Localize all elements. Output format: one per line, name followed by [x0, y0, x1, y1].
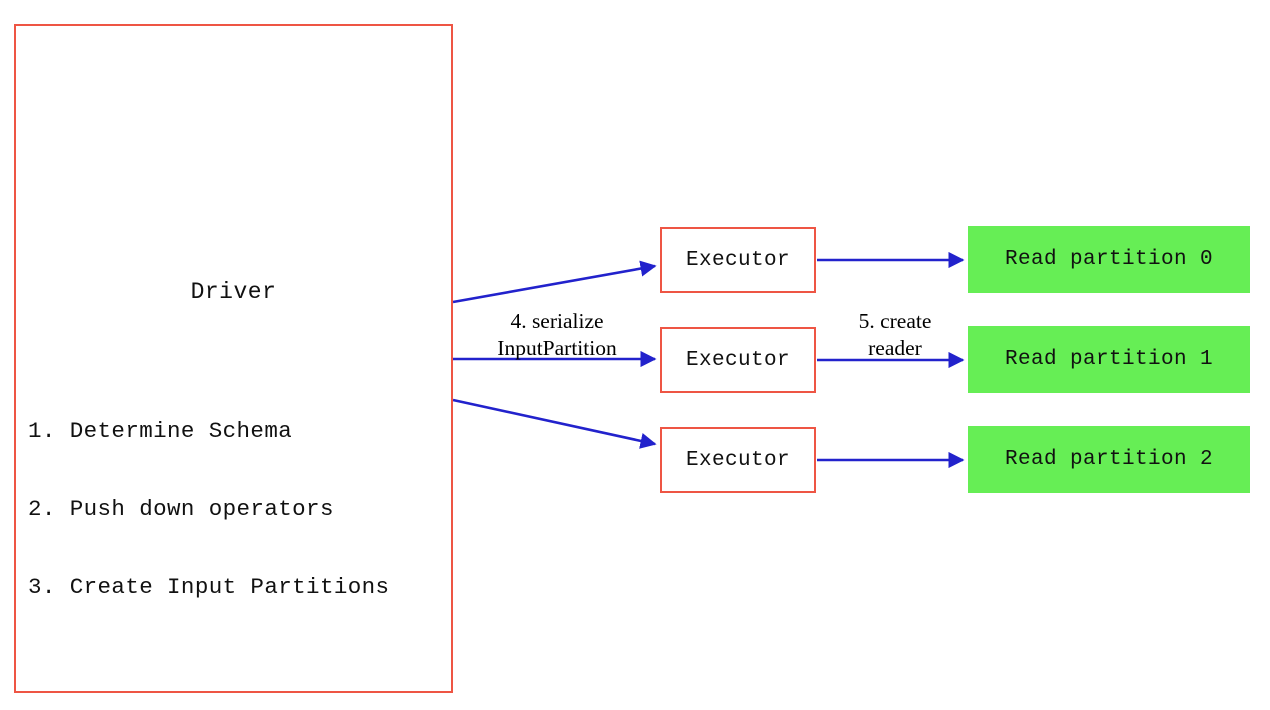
executor-box-0[interactable]: Executor — [660, 227, 816, 293]
driver-box[interactable]: Driver 1. Determine Schema 2. Push down … — [14, 24, 453, 693]
edge-label-create-reader-line2: reader — [868, 336, 922, 360]
partition-box-2[interactable]: Read partition 2 — [968, 426, 1250, 493]
partition-box-0[interactable]: Read partition 0 — [968, 226, 1250, 293]
driver-title: Driver — [190, 279, 277, 305]
edge-label-create-reader-line1: 5. create — [858, 309, 932, 333]
edge-label-serialize-line2: InputPartition — [497, 336, 617, 360]
executor-box-2[interactable]: Executor — [660, 427, 816, 493]
edge-driver-to-executor-2 — [452, 398, 657, 449]
partition-box-1[interactable]: Read partition 1 — [968, 326, 1250, 393]
executor-box-1[interactable]: Executor — [660, 327, 816, 393]
driver-step-1: 1. Determine Schema — [28, 418, 293, 444]
driver-steps-list: 1. Determine Schema 2. Push down operato… — [28, 366, 389, 652]
driver-step-3: 3. Create Input Partitions — [28, 574, 390, 600]
driver-step-2: 2. Push down operators — [28, 496, 334, 522]
edge-label-create-reader: 5. create reader — [833, 308, 957, 362]
edge-label-serialize: 4. serialize InputPartition — [463, 308, 651, 362]
edge-driver-to-executor-0 — [452, 260, 657, 304]
edge-label-serialize-line1: 4. serialize — [510, 309, 604, 333]
